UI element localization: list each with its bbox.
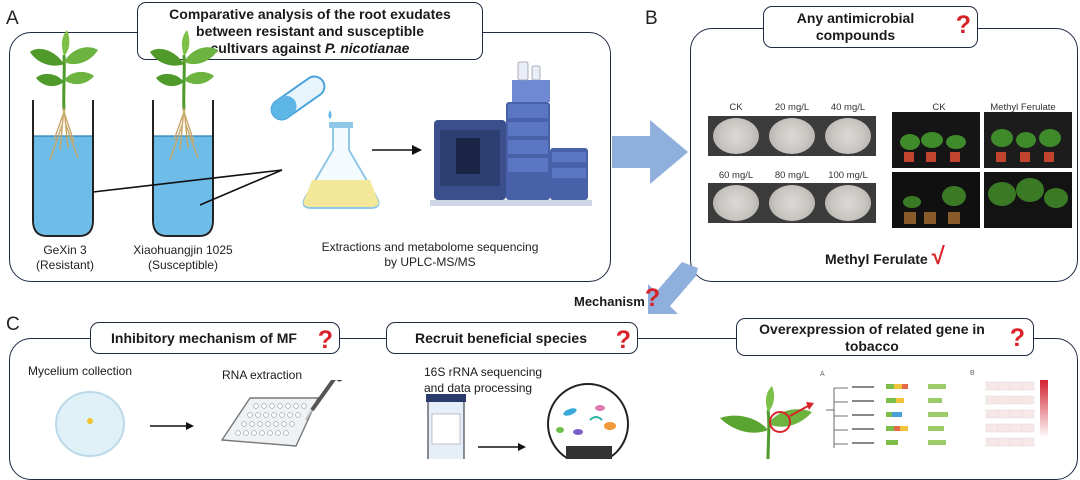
mycelium-dish-icon: [55, 391, 125, 457]
petri-dish-80: [764, 183, 820, 223]
method-line1: Extractions and metabolome sequencing: [321, 240, 539, 254]
test-tube-icon: [270, 75, 332, 121]
panel-c-label: C: [6, 314, 20, 335]
tobacco-plant-2: [150, 30, 218, 161]
panel-b-label: B: [645, 8, 658, 29]
panel-a-illustration: [30, 30, 592, 237]
cultivar1-caption: GeXin 3 (Resistant): [20, 243, 110, 273]
dish-label-20: 20 mg/L: [774, 102, 810, 113]
mechanism-label: Mechanism?: [574, 286, 660, 311]
method-caption: Extractions and metabolome sequencing by…: [300, 240, 560, 270]
mini-tree-figure: [826, 380, 1048, 448]
tube-gexin3: [32, 100, 94, 237]
mechanism-text: Mechanism: [574, 294, 645, 309]
dish-label-ck: CK: [729, 102, 743, 113]
plant-label-mf: Methyl Ferulate: [990, 102, 1056, 113]
panel-c-illustration: [55, 380, 1048, 459]
panel-a-title-line2: between resistant and susceptible: [196, 23, 424, 39]
check-mark-icon: √: [931, 243, 945, 270]
panel-b-title-line1: Any antimicrobial: [796, 10, 915, 26]
question-mark-icon: ?: [1009, 324, 1025, 352]
panel-c-box1-title: Inhibitory mechanism of MF: [111, 330, 297, 346]
cultivar2-type: (Susceptible): [147, 258, 219, 272]
panel-a-label: A: [6, 8, 19, 29]
dish-label-40: 40 mg/L: [830, 102, 866, 113]
petri-dish-40: [820, 116, 876, 156]
cultivar1-type: (Resistant): [35, 258, 94, 272]
arrow-b-to-c: [648, 262, 698, 314]
sample-tube-icon: [426, 394, 466, 459]
uplc-ms-instrument: [430, 61, 592, 206]
question-mark-icon: ?: [644, 284, 661, 312]
panel-c-box2: Recruit beneficial species ?: [386, 322, 638, 354]
microbiome-icon: [547, 383, 629, 459]
flask-icon: [302, 122, 380, 209]
plant-photos: [892, 112, 1072, 228]
cultivar2-caption: Xiaohuangjin 1025 (Susceptible): [118, 243, 248, 273]
mini-figure-label-a: A: [820, 371, 825, 378]
panel-a-title-line1: Comparative analysis of the root exudate…: [169, 6, 451, 22]
panel-a-title-line3a: cultivars against: [210, 40, 325, 56]
pipette-icon: [305, 380, 353, 421]
cultivar2-name: Xiaohuangjin 1025: [133, 243, 233, 257]
result-compound-name: Methyl Ferulate: [825, 251, 928, 267]
tube-xiaohuangjin: [152, 100, 214, 237]
panel-b-title-line2: compounds: [815, 27, 896, 43]
panel-c-box3: Overexpression of related gene in tobacc…: [736, 318, 1034, 356]
panel-c-box2-title: Recruit beneficial species: [415, 330, 587, 346]
petri-dish-ck: [708, 116, 764, 156]
mini-figure-label-b: B: [970, 370, 975, 377]
dish-label-100: 100 mg/L: [828, 170, 868, 181]
question-mark-icon: ?: [317, 326, 333, 354]
panel-c-box1: Inhibitory mechanism of MF ?: [90, 322, 340, 354]
panel-b-title: Any antimicrobial compounds ?: [763, 6, 978, 48]
question-mark-icon: ?: [615, 326, 631, 354]
method-line2: by UPLC-MS/MS: [384, 255, 476, 269]
seedling-icon: [720, 386, 814, 459]
dish-label-60: 60 mg/L: [718, 170, 754, 181]
sequencing-caption: 16S rRNA sequencing and data processing: [424, 364, 542, 396]
panel-a-title: Comparative analysis of the root exudate…: [137, 2, 483, 60]
panel-a-title-line3: cultivars against P. nicotianae: [138, 40, 482, 57]
cultivar1-name: GeXin 3: [43, 243, 87, 257]
petri-dish-20: [764, 116, 820, 156]
question-mark-icon: ?: [955, 11, 971, 39]
arrow-a-to-b: [612, 120, 688, 184]
panel-c: [9, 338, 1078, 480]
sequencing-line1: 16S rRNA sequencing: [424, 365, 543, 379]
plant-label-ck: CK: [932, 102, 946, 113]
result-compound: Methyl Ferulate √: [825, 243, 945, 271]
tobacco-plant-1: [30, 30, 98, 161]
petri-dish-100: [820, 183, 876, 223]
well-plate-icon: [220, 397, 320, 447]
mycelium-label: Mycelium collection: [28, 364, 133, 378]
sequencing-line2: and data processing: [424, 381, 533, 395]
dish-label-80: 80 mg/L: [774, 170, 810, 181]
petri-dish-60: [708, 183, 764, 223]
panel-c-box3-line1: Overexpression of related gene in: [759, 321, 985, 337]
rna-label: RNA extraction: [222, 368, 303, 382]
panel-c-box3-line2: tobacco: [845, 338, 899, 354]
pathogen-name: P. nicotianae: [324, 40, 410, 56]
